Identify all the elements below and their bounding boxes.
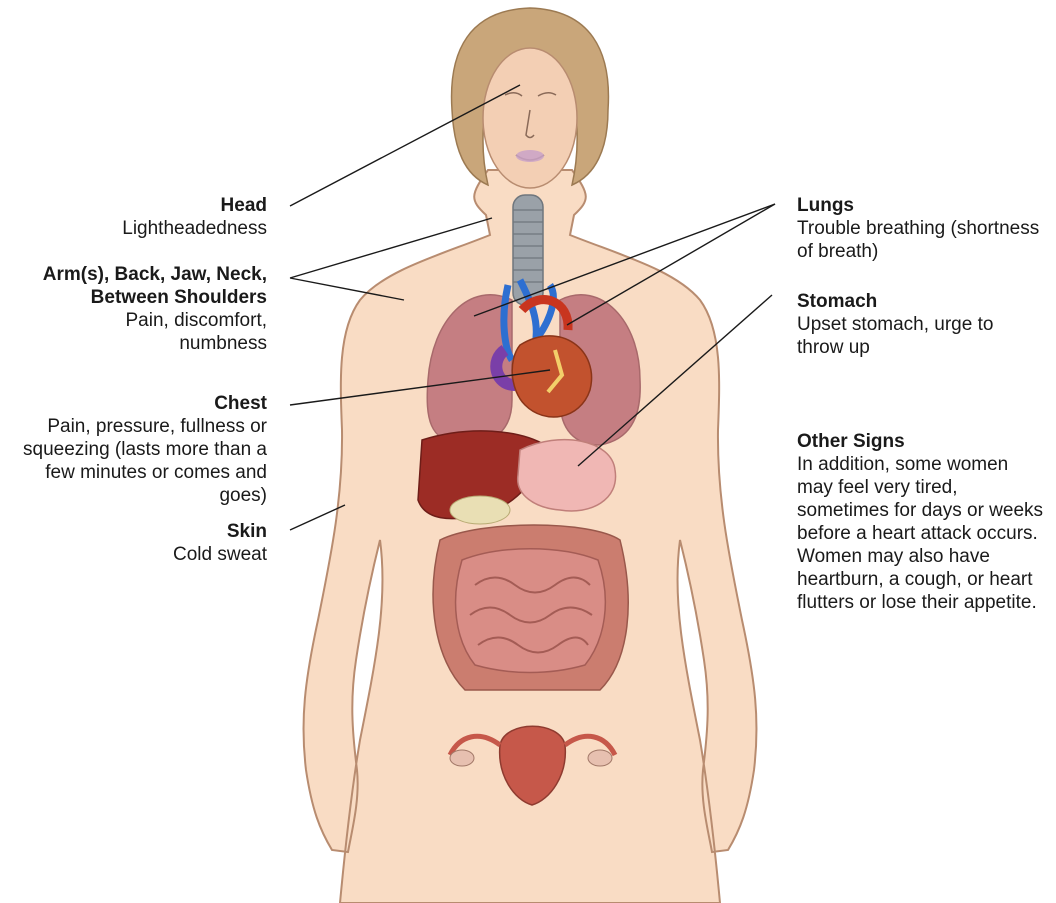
label-head-desc: Lightheadedness — [27, 217, 267, 240]
label-arms-title: Arm(s), Back, Jaw, Neck, Between Shoulde… — [0, 263, 267, 309]
label-chest-desc: Pain, pressure, fullness or squeezing (l… — [5, 415, 267, 507]
heart — [512, 336, 591, 417]
label-chest: Chest Pain, pressure, fullness or squeez… — [0, 392, 267, 507]
label-stomach-desc: Upset stomach, urge to throw up — [797, 313, 1027, 359]
right-ovary — [588, 750, 612, 766]
label-skin-title: Skin — [67, 520, 267, 543]
label-lungs-title: Lungs — [797, 194, 1047, 217]
label-stomach: Stomach Upset stomach, urge to throw up — [797, 290, 1047, 359]
label-arms-desc: Pain, discomfort, numbness — [87, 309, 267, 355]
label-lungs: Lungs Trouble breathing (shortness of br… — [797, 194, 1047, 263]
label-other-desc: In addition, some women may feel very ti… — [797, 453, 1049, 614]
label-arms: Arm(s), Back, Jaw, Neck, Between Shoulde… — [0, 263, 267, 355]
label-other-title: Other Signs — [797, 430, 1049, 453]
stomach — [518, 440, 616, 511]
label-other-signs: Other Signs In addition, some women may … — [797, 430, 1049, 614]
label-skin-desc: Cold sweat — [67, 543, 267, 566]
label-head: Head Lightheadedness — [27, 194, 267, 240]
label-chest-title: Chest — [0, 392, 267, 415]
lips — [516, 150, 544, 162]
label-head-title: Head — [27, 194, 267, 217]
label-skin: Skin Cold sweat — [67, 520, 267, 566]
label-lungs-desc: Trouble breathing (shortness of breath) — [797, 217, 1047, 263]
left-ovary — [450, 750, 474, 766]
pancreas — [450, 496, 510, 524]
label-stomach-title: Stomach — [797, 290, 1047, 313]
face — [483, 48, 577, 188]
